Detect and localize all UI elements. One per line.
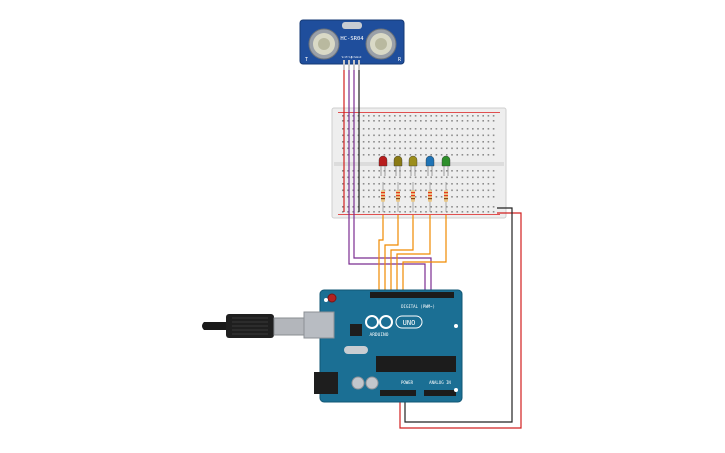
uno-badge	[395, 315, 423, 329]
svg-text:Vcc: Vcc	[342, 55, 347, 59]
breadboard-bottom-rail-strip	[338, 214, 500, 215]
sensor-echo-wire	[353, 70, 432, 296]
ultrasonic-sensor[interactable]: HC-SR04 T R Vcc Trig Echo Gnd	[299, 19, 405, 70]
crystal-oscillator	[344, 346, 368, 354]
resistor-2[interactable]	[396, 182, 400, 212]
led-5[interactable]	[441, 155, 451, 176]
breadboard-top-rail-strip	[338, 112, 500, 113]
analog-header-label: ANALOG IN	[429, 380, 451, 385]
analog-header[interactable]	[424, 390, 456, 396]
led-array	[378, 155, 451, 212]
arduino-pcb	[319, 289, 463, 403]
sensor-t-mark: T	[305, 57, 308, 63]
digital-header-label: DIGITAL (PWM~)	[401, 304, 435, 309]
receiver-transducer	[365, 28, 397, 60]
led-4[interactable]	[425, 155, 435, 176]
led-wire-yellow	[390, 215, 414, 296]
arduino-logo	[365, 315, 393, 329]
digital-header[interactable]	[370, 292, 454, 298]
power-header-label: POWER	[401, 380, 414, 385]
svg-text:Echo: Echo	[351, 55, 358, 59]
arduino-model-label: UNO	[403, 319, 416, 327]
arduino-uno-board[interactable]: DIGITAL (PWM~) ARDUINO UNO POWER ANALOG …	[303, 289, 463, 403]
resistor-4[interactable]	[428, 182, 432, 212]
led-wire-green	[402, 215, 447, 296]
arduino-brand-label: ARDUINO	[370, 332, 389, 338]
breadboard-center-channel	[334, 162, 504, 166]
reset-button[interactable]	[327, 293, 337, 303]
sensor-trig-wire	[348, 70, 426, 296]
resistor-1[interactable]	[381, 182, 385, 212]
led-2[interactable]	[393, 155, 403, 176]
sensor-wires[interactable]	[343, 70, 432, 296]
usb-cable-boot	[202, 322, 226, 330]
atmega-microcontroller	[376, 356, 456, 372]
gnd-wire	[404, 207, 513, 423]
sensor-crystal	[342, 22, 362, 29]
transmitter-transducer	[308, 28, 340, 60]
led-1[interactable]	[378, 155, 388, 176]
led-wire-olive	[384, 215, 399, 296]
usb-interface-chip	[350, 324, 362, 336]
led-wire-red	[378, 215, 384, 296]
led-3[interactable]	[408, 155, 418, 176]
usb-cable[interactable]	[202, 314, 305, 338]
power-wires[interactable]	[399, 207, 522, 429]
5v-wire	[399, 212, 522, 429]
led-wires[interactable]	[378, 215, 447, 296]
breadboard-holes[interactable]	[342, 115, 495, 213]
sensor-pin-labels: Vcc Trig Echo Gnd	[342, 55, 362, 59]
usb-b-jack[interactable]	[303, 311, 335, 339]
usb-plug-metal	[273, 317, 305, 336]
capacitors	[351, 376, 379, 390]
sensor-r-mark: R	[398, 57, 402, 63]
svg-text:Gnd: Gnd	[357, 55, 362, 59]
sensor-model-label: HC-SR04	[340, 36, 364, 42]
resistor-3[interactable]	[411, 182, 415, 212]
breadboard[interactable]	[331, 107, 507, 219]
svg-text:Trig: Trig	[346, 55, 353, 59]
led-wire-blue	[396, 215, 431, 296]
sensor-pins[interactable]	[343, 60, 360, 70]
dc-power-jack[interactable]	[314, 372, 338, 394]
resistor-5[interactable]	[444, 182, 448, 212]
mounting-holes	[324, 298, 458, 392]
power-header[interactable]	[380, 390, 416, 396]
usb-plug-grip	[232, 317, 268, 335]
